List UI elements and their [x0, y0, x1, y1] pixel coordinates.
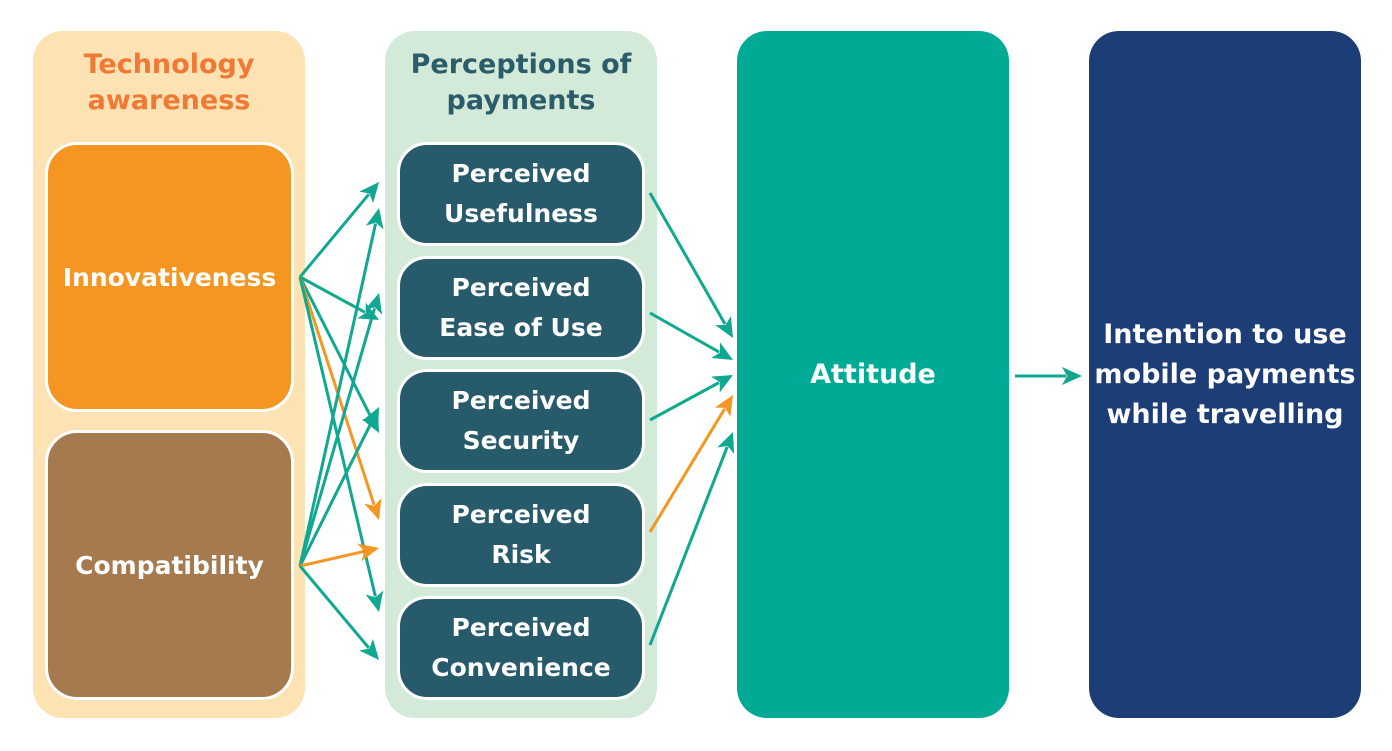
node-label-line2: Ease of Use [439, 313, 603, 342]
arrow-attitude-to-intention-to-use-mobile-payments-while-travelling-arrowhead [1062, 367, 1082, 385]
attitude-label: Attitude [810, 359, 936, 390]
arrow-innovativeness-to-perceived-risk-line [298, 276, 376, 506]
arrow-compatibility-to-perceived-risk-line [299, 550, 364, 568]
arrow-perceived-security-to-attitude-arrowhead [711, 375, 733, 393]
arrow-perceived-usefulness-to-attitude-line [648, 192, 727, 325]
arrow-perceived-convenience-to-attitude-arrowhead [717, 432, 735, 454]
arrow-compatibility-to-perceived-usefulness-line [298, 223, 378, 567]
arrow-compatibility-to-perceived-security-arrowhead [362, 407, 379, 429]
arrow-innovativeness-to-perceived-risk-arrowhead [364, 498, 382, 520]
arrow-compatibility-to-perceived-ease-of-use-line [298, 307, 376, 567]
node-label-line2: Convenience [431, 653, 611, 682]
arrow-compatibility-to-perceived-ease-of-use-arrowhead [364, 293, 383, 315]
intention-label-line2: mobile payments [1094, 358, 1356, 390]
node-label-line1: Perceived [451, 159, 591, 188]
technology-awareness-title: Technology awareness [33, 47, 305, 119]
intention-label-line3: while travelling [1106, 398, 1344, 430]
arrow-perceived-usefulness-to-attitude-arrowhead [715, 316, 733, 338]
arrow-perceived-security-to-attitude-line [649, 381, 720, 422]
arrow-compatibility-to-perceived-convenience-line [298, 565, 370, 649]
arrow-innovativeness-to-perceived-security-line [298, 276, 374, 420]
node-label-line2: Risk [491, 540, 551, 569]
arrow-perceived-risk-to-attitude-line [648, 407, 726, 533]
arrow-compatibility-to-perceived-convenience-arrowhead [359, 638, 379, 660]
arrow-perceived-ease-of-use-to-attitude-arrowhead [711, 342, 733, 360]
arrow-compatibility-to-perceived-usefulness-arrowhead [365, 208, 384, 230]
arrow-innovativeness-to-perceived-ease-of-use-line [299, 275, 366, 314]
intention-node: Intention to use mobile payments while t… [1089, 31, 1361, 718]
compatibility-label: Compatibility [75, 550, 264, 580]
attitude-node: Attitude [737, 31, 1009, 718]
innovativeness-node: Innovativeness [45, 142, 294, 412]
node-label-line1: Perceived [451, 613, 591, 642]
node-label-line1: Perceived [451, 500, 591, 529]
technology-awareness-title-text: Technology awareness [83, 49, 255, 116]
arrow-innovativeness-to-perceived-usefulness-line [298, 193, 370, 278]
perceptions-of-payments-title: Perceptions of payments [385, 47, 657, 119]
arrow-perceived-risk-to-attitude-arrowhead [714, 395, 733, 417]
perceptions-of-payments-title-text: Perceptions of payments [410, 49, 632, 116]
arrow-innovativeness-to-perceived-convenience-arrowhead [365, 590, 384, 612]
arrow-compatibility-to-perceived-security-line [298, 420, 374, 567]
arrow-innovativeness-to-perceived-usefulness-arrowhead [359, 182, 379, 204]
node-label-line1: Perceived [451, 386, 591, 415]
node-label-line1: Perceived [451, 273, 591, 302]
arrow-perceived-ease-of-use-to-attitude-line [649, 311, 720, 354]
arrow-perceived-convenience-to-attitude-line [648, 446, 729, 646]
compatibility-node: Compatibility [45, 430, 294, 700]
intention-label-line1: Intention to use [1103, 318, 1347, 350]
innovativeness-label: Innovativeness [62, 262, 277, 292]
arrow-compatibility-to-perceived-risk-arrowhead [357, 543, 379, 562]
node-label-line2: Usefulness [444, 199, 598, 228]
node-label-line2: Security [462, 426, 580, 455]
